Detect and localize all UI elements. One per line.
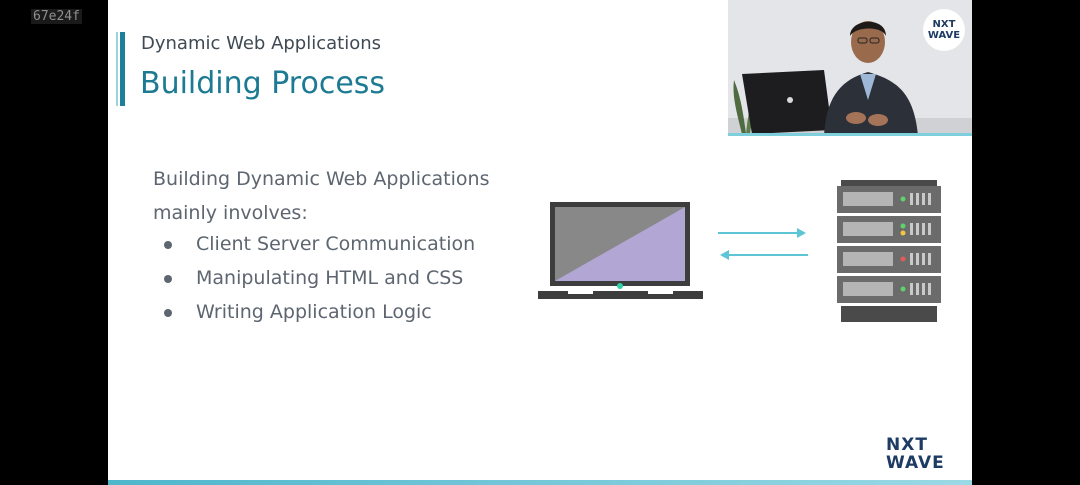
webcam-brand-logo: NXT WAVE [923,9,965,51]
webcam-accent-line [728,133,972,136]
slide-bottom-strip [108,480,972,485]
bullet-text: Manipulating HTML and CSS [196,267,464,289]
bullet-dot-icon [164,241,172,249]
slide-subtitle: Dynamic Web Applications [141,33,382,54]
title-accent-bar [116,32,125,106]
presenter-video [728,0,972,136]
bullet-list: Client Server Communication Manipulating… [164,227,475,329]
slide-title: Building Process [140,66,386,101]
bullet-item: Client Server Communication [164,227,475,261]
data-exchange-arrows [718,228,808,260]
bullet-text: Writing Application Logic [196,301,432,323]
bullet-dot-icon [164,275,172,283]
arrow-right-icon [718,228,806,238]
session-id-label: 67e24f [31,9,82,24]
webcam-logo-line2: WAVE [927,30,961,41]
webcam-logo-line1: NXT [932,19,956,30]
bullet-item: Writing Application Logic [164,295,475,329]
brand-logo-line2: WAVE [886,453,945,473]
slide-intro-text: Building Dynamic Web Applications mainly… [153,168,490,224]
bullet-text: Client Server Communication [196,233,476,255]
brand-logo-line1: NXT [886,435,928,455]
webcam-overlay: NXT WAVE [728,0,972,136]
server-rack-icon [837,180,941,322]
presentation-slide: Dynamic Web Applications Building Proces… [108,0,972,485]
brand-logo: NXT WAVE [886,436,945,472]
laptop-icon [538,202,703,299]
bullet-dot-icon [164,309,172,317]
bullet-item: Manipulating HTML and CSS [164,261,475,295]
arrow-left-icon [720,250,808,260]
